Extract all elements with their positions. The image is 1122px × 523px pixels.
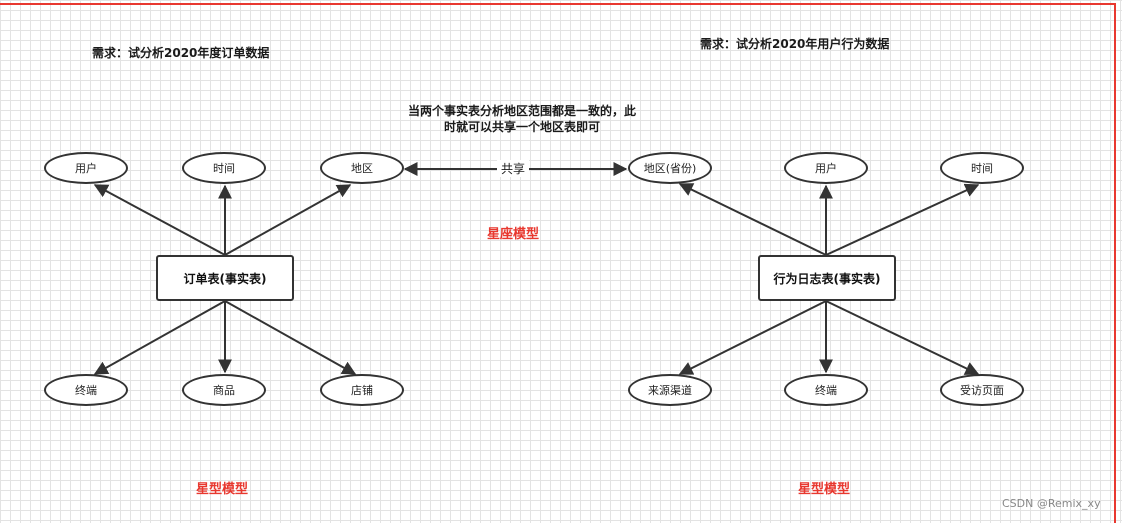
shared-link-label: 共享: [497, 160, 530, 177]
arrow-left-fact-to-user: [93, 184, 226, 256]
arrow-left-fact-to-shop: [224, 300, 357, 375]
left-dim-shop: 店铺: [320, 374, 404, 406]
arrow-right-fact-to-channel: [678, 300, 827, 375]
right-dim-user: 用户: [784, 152, 868, 184]
arrow-left-fact-to-region: [224, 184, 352, 256]
left-dim-goods: 商品: [182, 374, 266, 406]
right-dim-visited-page: 受访页面: [940, 374, 1024, 406]
constellation-model-label: 星座模型: [487, 227, 540, 242]
left-dim-time: 时间: [182, 152, 266, 184]
right-dim-terminal: 终端: [784, 374, 868, 406]
left-dim-terminal: 终端: [44, 374, 128, 406]
arrow-right-fact-to-page: [825, 300, 980, 375]
right-star-model-label: 星型模型: [798, 482, 851, 497]
watermark: CSDN @Remix_xy: [1002, 497, 1101, 510]
right-requirement: 需求：试分析2020年用户行为数据: [700, 37, 890, 51]
left-dim-user: 用户: [44, 152, 128, 184]
shared-note: 当两个事实表分析地区范围都是一致的，此时就可以共享一个地区表即可: [407, 104, 636, 134]
right-dim-source-channel: 来源渠道: [628, 374, 712, 406]
right-dim-region-province: 地区(省份): [628, 152, 712, 184]
left-fact-table: 订单表(事实表): [156, 255, 294, 301]
left-star-model-label: 星型模型: [196, 482, 249, 497]
arrow-left-fact-to-terminal: [93, 300, 226, 375]
right-fact-table: 行为日志表(事实表): [758, 255, 896, 301]
arrow-right-fact-to-region: [678, 183, 827, 256]
left-dim-region: 地区: [320, 152, 404, 184]
left-requirement: 需求：试分析2020年度订单数据: [92, 46, 270, 60]
arrow-right-fact-to-time: [825, 183, 980, 256]
right-dim-time: 时间: [940, 152, 1024, 184]
